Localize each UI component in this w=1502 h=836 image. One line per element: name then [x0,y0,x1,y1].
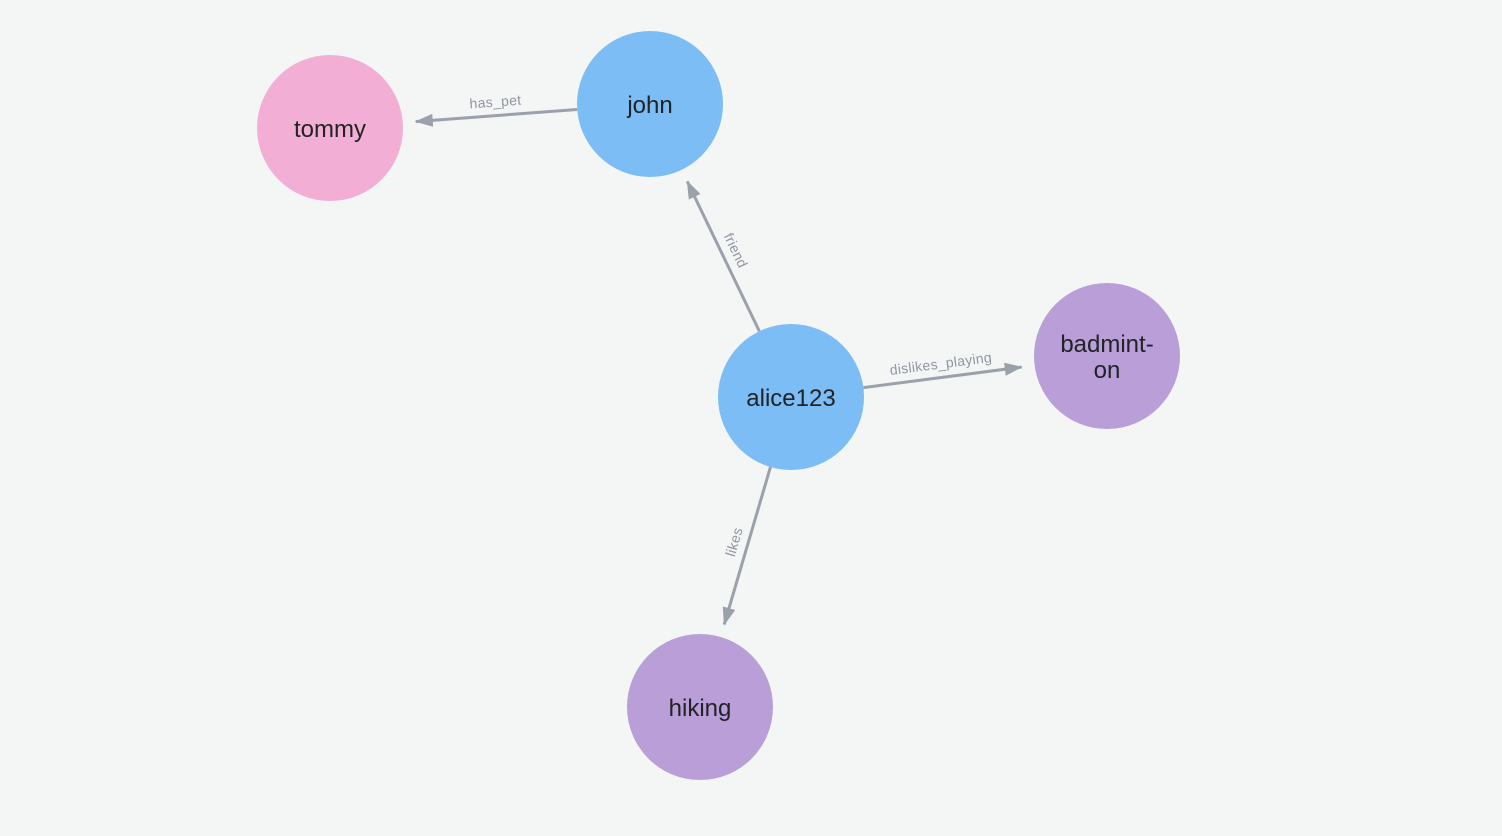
node-label: hiking [669,695,732,722]
relationship-dislikes_playing: dislikes_playing [863,349,1023,390]
node-circle[interactable] [577,31,723,177]
node-label: john [626,92,672,119]
relationship-line[interactable] [414,107,578,127]
node-john[interactable]: john [577,31,723,177]
node-label: tommy [294,116,366,143]
relationship-line[interactable] [722,466,772,626]
node-label: alice123 [746,385,835,412]
node-circle[interactable] [257,55,403,201]
relationship-friend: friend [685,180,761,332]
node-label: badmint-on [1060,331,1153,384]
relationship-label[interactable]: has_pet [469,92,522,112]
relationship-line[interactable] [685,180,761,332]
relationship-likes: likes [722,466,772,626]
node-circle[interactable] [1034,283,1180,429]
node-tommy[interactable]: tommy [257,55,403,201]
relationship-line[interactable] [863,362,1023,390]
node-circle[interactable] [627,634,773,780]
node-alice123[interactable]: alice123 [718,324,864,470]
node-circle[interactable] [718,324,864,470]
relationship-label[interactable]: likes [722,525,746,558]
node-hiking[interactable]: hiking [627,634,773,780]
relationship-label[interactable]: friend [721,230,751,270]
relationship-has_pet: has_pet [414,92,578,127]
node-badminton[interactable]: badmint-on [1034,283,1180,429]
